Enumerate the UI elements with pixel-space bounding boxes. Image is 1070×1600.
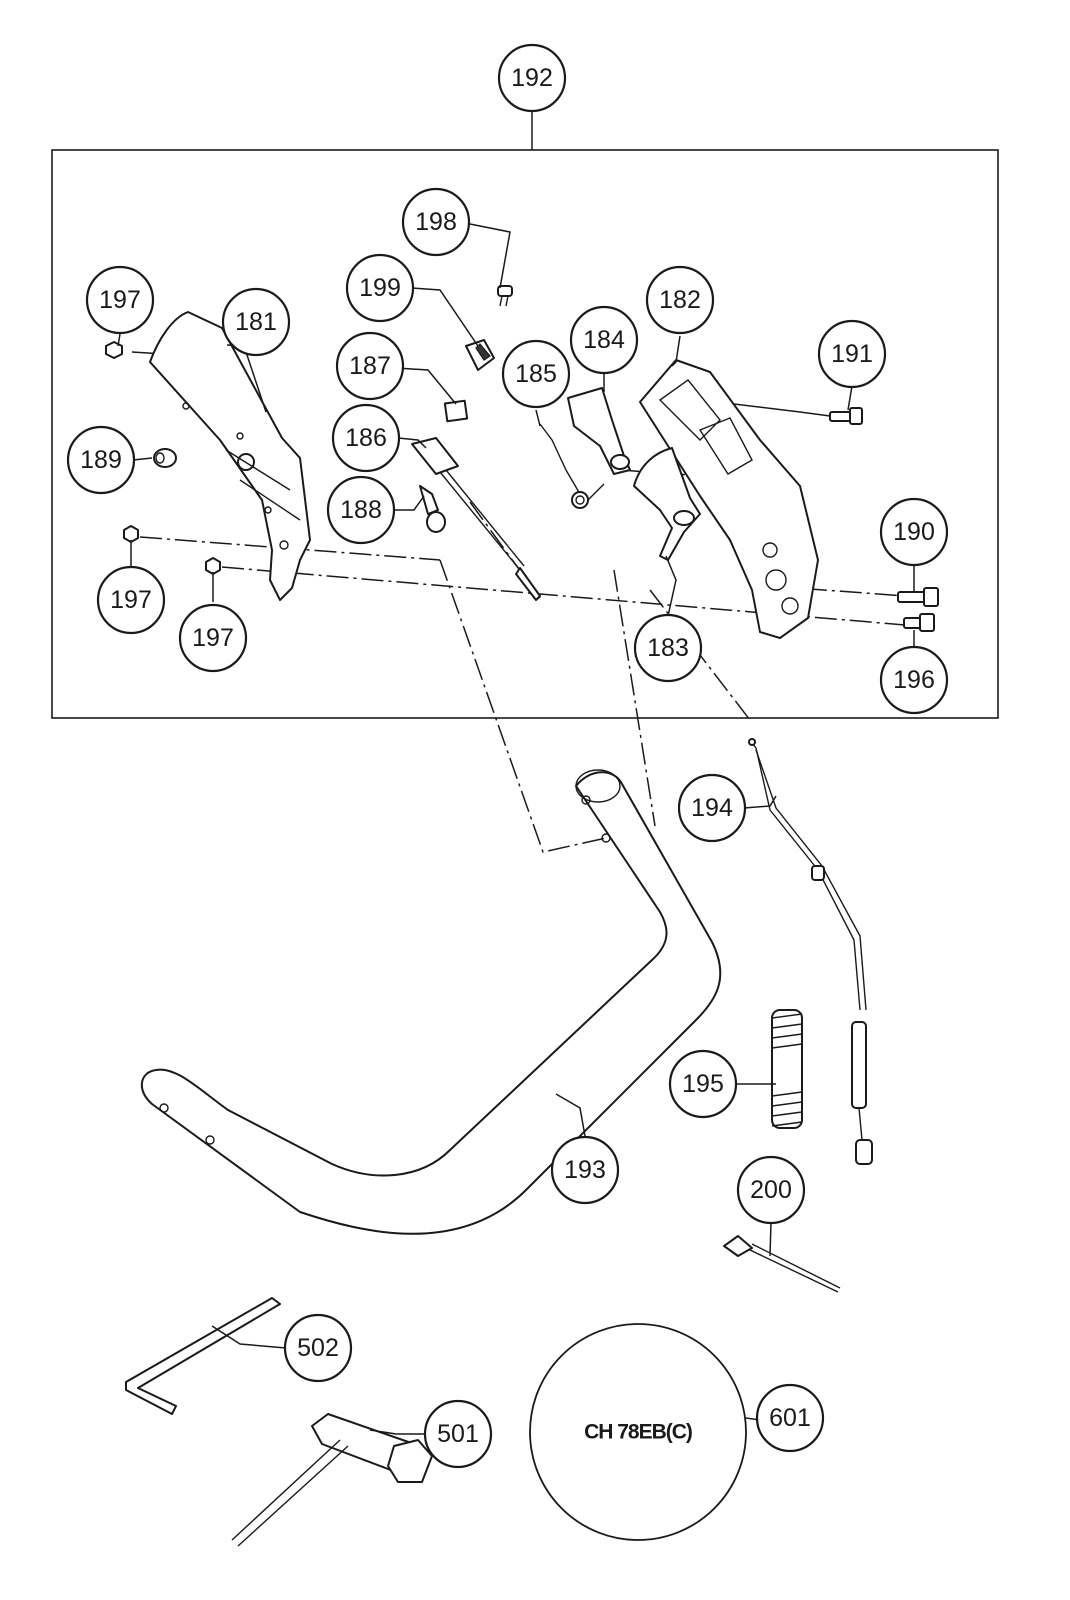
- svg-text:197: 197: [192, 624, 234, 652]
- callout-191: 191: [817, 319, 887, 389]
- svg-text:182: 182: [659, 286, 701, 314]
- part-501-box-wrench: [231, 1413, 433, 1547]
- svg-text:197: 197: [110, 586, 152, 614]
- callout-199: 199: [345, 253, 415, 323]
- callout-183: 183: [633, 613, 703, 683]
- part-196-bolt: [903, 613, 935, 632]
- svg-text:189: 189: [80, 446, 122, 474]
- svg-text:186: 186: [345, 424, 387, 452]
- part-183-throttle-lever: [633, 447, 701, 561]
- callout-197-bottom: 197: [178, 603, 248, 673]
- part-189-grommet: [153, 448, 177, 468]
- svg-text:188: 188: [340, 496, 382, 524]
- callout-186: 186: [331, 403, 401, 473]
- svg-text:501: 501: [437, 1420, 479, 1448]
- svg-text:192: 192: [511, 64, 553, 92]
- callout-185: 185: [501, 339, 571, 409]
- part-200-cable-end: [723, 1235, 841, 1293]
- part-601-model-label-disc: CH 78EB(C): [529, 1323, 747, 1541]
- callout-196: 196: [879, 645, 949, 715]
- callout-501: 501: [423, 1399, 493, 1469]
- callout-190: 190: [879, 497, 949, 567]
- callout-197-middle: 197: [96, 565, 166, 635]
- callout-188: 188: [326, 475, 396, 545]
- svg-text:185: 185: [515, 360, 557, 388]
- svg-text:181: 181: [235, 308, 277, 336]
- callout-601: 601: [755, 1383, 825, 1453]
- part-185-torsion-spring: [539, 423, 605, 509]
- callout-197-top: 197: [85, 265, 155, 335]
- part-182-handle-grip: [639, 359, 819, 639]
- part-190-bolt: [897, 587, 939, 607]
- svg-text:194: 194: [691, 794, 733, 822]
- callout-200: 200: [736, 1155, 806, 1225]
- svg-text:184: 184: [583, 326, 625, 354]
- part-184-lock-lever: [567, 387, 631, 475]
- svg-text:200: 200: [750, 1176, 792, 1204]
- part-181-housing-cover: [149, 311, 311, 601]
- svg-text:198: 198: [415, 208, 457, 236]
- svg-text:601: 601: [769, 1404, 811, 1432]
- callout-193: 193: [550, 1135, 620, 1205]
- svg-text:199: 199: [359, 274, 401, 302]
- svg-text:195: 195: [682, 1070, 724, 1098]
- callout-184: 184: [569, 305, 639, 375]
- callout-187: 187: [335, 331, 405, 401]
- callout-198: 198: [401, 187, 471, 257]
- part-199-switch-knob: [465, 339, 495, 371]
- callout-192: 192: [497, 43, 567, 113]
- part-191-screw: [829, 407, 863, 425]
- callout-195: 195: [668, 1049, 738, 1119]
- part-197-nuts: [105, 341, 221, 575]
- assembly-frame-192: [51, 149, 999, 719]
- model-label-text: CH 78EB(C): [584, 1421, 692, 1444]
- svg-text:502: 502: [297, 1334, 339, 1362]
- part-502-hex-key: [125, 1297, 281, 1415]
- part-195-cable-tube: [771, 1009, 803, 1129]
- part-194-throttle-cable: [748, 738, 873, 1165]
- svg-text:187: 187: [349, 352, 391, 380]
- svg-text:193: 193: [564, 1156, 606, 1184]
- svg-text:183: 183: [647, 634, 689, 662]
- callout-182: 182: [645, 265, 715, 335]
- callout-189: 189: [66, 425, 136, 495]
- callout-502: 502: [283, 1313, 353, 1383]
- part-188-cable-clip: [419, 485, 446, 533]
- callout-181: 181: [221, 287, 291, 357]
- svg-text:197: 197: [99, 286, 141, 314]
- callout-194: 194: [677, 773, 747, 843]
- part-198-screw: [497, 285, 513, 307]
- svg-text:190: 190: [893, 518, 935, 546]
- part-193-handle-bar: [141, 769, 722, 1235]
- svg-text:191: 191: [831, 340, 873, 368]
- svg-text:196: 196: [893, 666, 935, 694]
- part-186-throttle-wire: [411, 437, 541, 601]
